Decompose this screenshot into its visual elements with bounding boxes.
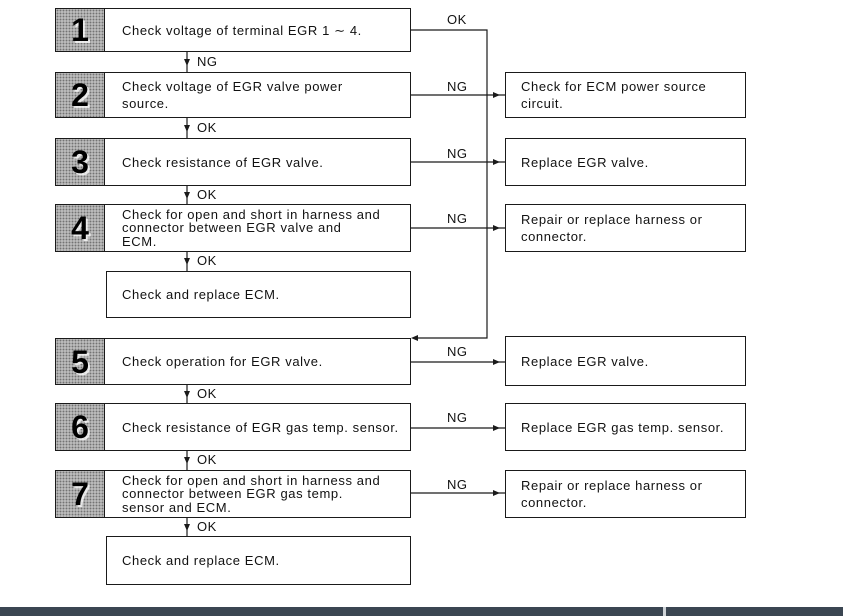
ecm-check-1-text: Check and replace ECM.	[122, 272, 407, 317]
step-5-branch-arrowhead	[493, 359, 500, 365]
action-text-line: Replace EGR valve.	[521, 353, 649, 369]
step-number: 3	[71, 144, 89, 180]
step-5-down-label: OK	[197, 386, 217, 401]
step-text-line: Check resistance of EGR gas temp. sensor…	[122, 419, 399, 435]
step-7-down-label: OK	[197, 519, 217, 534]
ecm-check-2-box: Check and replace ECM.	[106, 536, 411, 585]
step-5-action-box: Replace EGR valve.	[505, 336, 746, 386]
step-5-down-arrowhead	[184, 391, 190, 398]
step-text-line: Check for open and short in harness and	[122, 472, 381, 488]
step-number: 2	[71, 77, 89, 113]
step-1-branch-connector	[411, 29, 488, 339]
step-4-branch-label: NG	[447, 211, 468, 226]
step-2-branch-arrowhead	[493, 92, 500, 98]
step-2-number-badge: 2	[56, 73, 105, 117]
step-2-text: Check voltage of EGR valve power source.	[122, 73, 407, 117]
step-6-box: 6 Check resistance of EGR gas temp. sens…	[55, 403, 411, 451]
step-text-line: connector between EGR gas temp.	[122, 486, 343, 502]
step-4-down-label: OK	[197, 253, 217, 268]
step-4-box: 4 Check for open and short in harness an…	[55, 204, 411, 252]
ecm-check-1-box: Check and replace ECM.	[106, 271, 411, 318]
step-6-down-arrowhead	[184, 457, 190, 464]
step-7-action-box: Repair or replace harness or connector.	[505, 470, 746, 518]
step-6-text: Check resistance of EGR gas temp. sensor…	[122, 404, 407, 450]
step-6-number-badge: 6	[56, 404, 105, 450]
step-3-text: Check resistance of EGR valve.	[122, 139, 407, 185]
action-text-line: Replace EGR gas temp. sensor.	[521, 419, 725, 435]
action-text-line: connector.	[521, 495, 587, 510]
step-1-box: 1 Check voltage of terminal EGR 1 ∼ 4.	[55, 8, 411, 52]
step-5-action-text: Replace EGR valve.	[521, 337, 742, 385]
step-text-line: source.	[122, 96, 169, 111]
action-text-line: Check for ECM power source	[521, 79, 707, 94]
action-text-line: connector.	[521, 229, 587, 244]
action-text-line: Replace EGR valve.	[521, 154, 649, 170]
step-3-number-badge: 3	[56, 139, 105, 185]
step-1-down-arrowhead	[184, 59, 190, 66]
ecm-check-2-text: Check and replace ECM.	[122, 537, 407, 584]
step-2-down-arrowhead	[184, 125, 190, 132]
step-3-action-box: Replace EGR valve.	[505, 138, 746, 186]
step-1-number-badge: 1	[56, 9, 105, 51]
step-number: 5	[71, 343, 89, 380]
step-number: 7	[71, 476, 89, 512]
step-1-branch-arrowhead	[411, 335, 418, 341]
step-7-box: 7 Check for open and short in harness an…	[55, 470, 411, 518]
step-text-line: Check operation for EGR valve.	[122, 354, 323, 369]
step-3-box: 3 Check resistance of EGR valve.	[55, 138, 411, 186]
step-6-action-box: Replace EGR gas temp. sensor.	[505, 403, 746, 451]
step-text-line: ECM.	[122, 233, 157, 249]
step-3-branch-arrowhead	[493, 159, 500, 165]
step-7-text: Check for open and short in harness and …	[122, 471, 407, 517]
step-text-line: Check for open and short in harness and	[122, 206, 381, 222]
step-2-down-label: OK	[197, 120, 217, 135]
ecm-check-text-line: Check and replace ECM.	[122, 287, 280, 302]
step-3-action-text: Replace EGR valve.	[521, 139, 742, 185]
ecm-check-text-line: Check and replace ECM.	[122, 553, 280, 568]
step-number: 6	[71, 409, 89, 445]
step-text-line: Check resistance of EGR valve.	[122, 154, 324, 170]
step-4-number-badge: 4	[56, 205, 105, 251]
step-number: 1	[71, 12, 89, 48]
step-2-box: 2 Check voltage of EGR valve power sourc…	[55, 72, 411, 118]
step-4-down-arrowhead	[184, 258, 190, 265]
step-7-down-arrowhead	[184, 524, 190, 531]
step-3-down-label: OK	[197, 187, 217, 202]
step-1-branch-label: OK	[447, 12, 467, 27]
action-text-line: circuit.	[521, 96, 564, 111]
step-7-branch-label: NG	[447, 477, 468, 492]
step-5-branch-label: NG	[447, 344, 468, 359]
step-6-down-label: OK	[197, 452, 217, 467]
step-5-text: Check operation for EGR valve.	[122, 339, 407, 384]
step-6-branch-arrowhead	[493, 425, 500, 431]
step-4-text: Check for open and short in harness and …	[122, 205, 407, 251]
step-text-line: connector between EGR valve and	[122, 220, 342, 236]
step-1-down-label: NG	[197, 54, 218, 69]
step-7-branch-arrowhead	[493, 490, 500, 496]
step-7-action-text: Repair or replace harness or connector.	[521, 471, 742, 517]
step-5-box: 5 Check operation for EGR valve.	[55, 338, 411, 385]
step-text-line: Check voltage of EGR valve power	[122, 79, 343, 94]
footer-divider	[663, 607, 666, 616]
step-1-text: Check voltage of terminal EGR 1 ∼ 4.	[122, 9, 407, 51]
step-3-branch-label: NG	[447, 146, 468, 161]
step-2-action-text: Check for ECM power source circuit.	[521, 73, 742, 117]
step-7-number-badge: 7	[56, 471, 105, 517]
action-text-line: Repair or replace harness or	[521, 212, 703, 227]
footer-bar	[0, 607, 843, 616]
step-text-line: sensor and ECM.	[122, 499, 232, 515]
step-number: 4	[71, 210, 89, 246]
action-text-line: Repair or replace harness or	[521, 478, 703, 493]
step-3-down-arrowhead	[184, 192, 190, 199]
step-6-branch-label: NG	[447, 410, 468, 425]
step-5-number-badge: 5	[56, 339, 105, 384]
step-4-action-text: Repair or replace harness or connector.	[521, 205, 742, 251]
step-4-action-box: Repair or replace harness or connector.	[505, 204, 746, 252]
step-2-action-box: Check for ECM power source circuit.	[505, 72, 746, 118]
step-4-branch-arrowhead	[493, 225, 500, 231]
step-text-line: Check voltage of terminal EGR 1 ∼ 4.	[122, 22, 362, 38]
step-6-action-text: Replace EGR gas temp. sensor.	[521, 404, 742, 450]
step-2-branch-label: NG	[447, 79, 468, 94]
